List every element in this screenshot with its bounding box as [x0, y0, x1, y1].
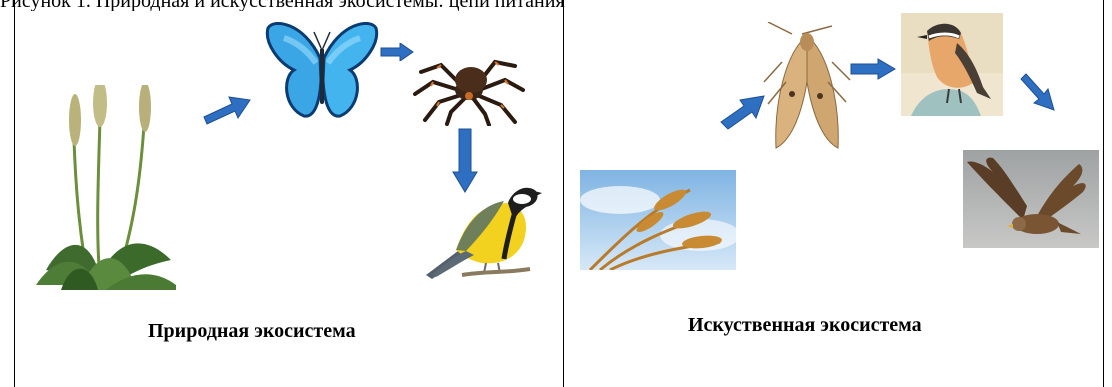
- blue-butterfly-image: [264, 18, 380, 122]
- top-text-line: Рисунок 1. Природная и искусственная эко…: [0, 0, 1112, 11]
- plantain-plant-image: [36, 85, 176, 295]
- arrow-butterfly-to-spider: [380, 43, 414, 61]
- harrier-hawk-image: [963, 150, 1099, 248]
- wheatear-bird-image: [901, 13, 1003, 116]
- moth-image: [762, 22, 852, 154]
- natural-ecosystem-caption: Природная экосистема: [148, 320, 356, 343]
- arrow-wheat-to-moth: [718, 92, 766, 132]
- wheat-ears-image: [580, 170, 736, 270]
- artificial-ecosystem-caption: Искуственная экосистема: [688, 314, 922, 337]
- tarantula-spider-image: [411, 50, 527, 126]
- left-panel-border: [14, 0, 15, 387]
- arrow-moth-to-bird: [850, 58, 896, 80]
- right-panel-border: [1103, 0, 1104, 387]
- great-tit-bird-image: [426, 165, 542, 283]
- arrow-plant-to-butterfly: [200, 92, 252, 126]
- panel-divider: [563, 0, 564, 387]
- arrow-bird-to-hawk: [1020, 72, 1058, 112]
